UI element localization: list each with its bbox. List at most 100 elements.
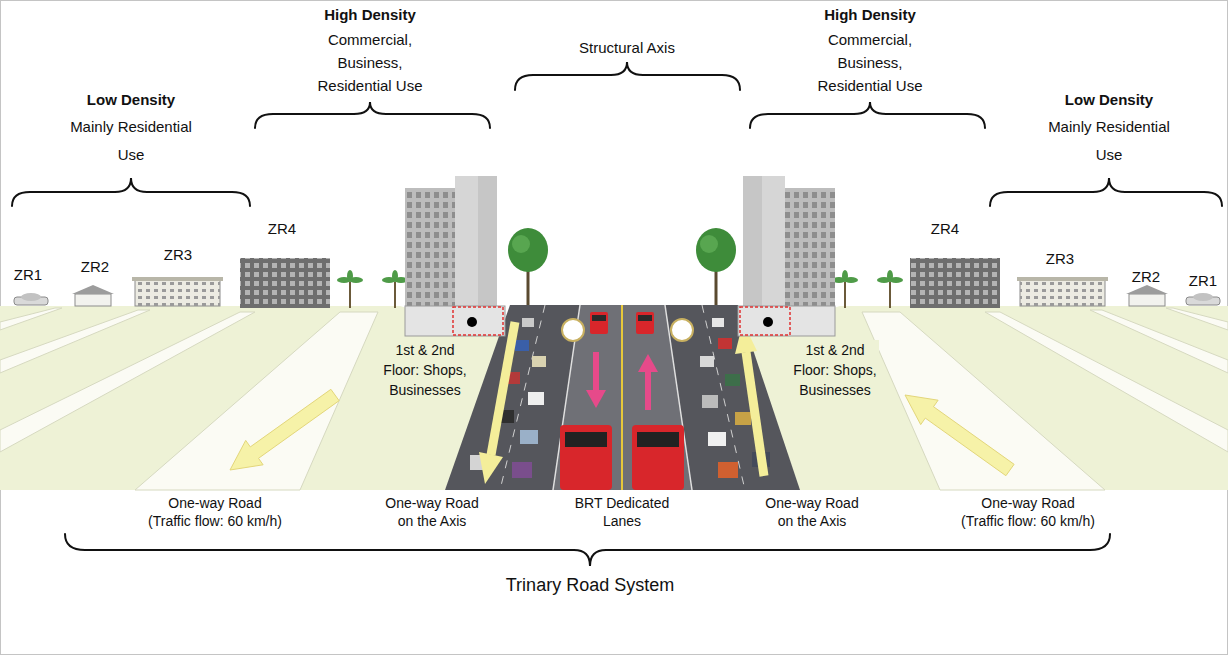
shop-floor-markers bbox=[763, 317, 773, 327]
land-use-text: Mainly Residential Use bbox=[1042, 113, 1177, 169]
high-density-towers bbox=[405, 188, 460, 308]
shop-floor-callout: 1st & 2nd Floor: Shops, Businesses bbox=[381, 340, 469, 400]
palm-trees bbox=[887, 270, 893, 282]
side-roads bbox=[0, 308, 62, 330]
palm-trees bbox=[889, 282, 891, 308]
curly-brackets bbox=[65, 534, 1110, 566]
land-use-text: Commercial, Business, Residential Use bbox=[800, 28, 940, 97]
cars bbox=[718, 338, 732, 349]
palm-trees bbox=[349, 282, 351, 308]
station-circles bbox=[562, 319, 584, 341]
brt-buses bbox=[560, 312, 684, 490]
brt-buses bbox=[636, 312, 654, 334]
zone-label: ZR4 bbox=[925, 220, 965, 238]
street-trees bbox=[700, 235, 718, 253]
cars bbox=[718, 462, 738, 478]
cars bbox=[735, 412, 751, 425]
cars bbox=[470, 318, 770, 478]
zone-label: ZR4 bbox=[262, 220, 302, 238]
brt-buses bbox=[637, 432, 679, 447]
cars bbox=[512, 462, 532, 478]
curly-brackets bbox=[750, 102, 985, 128]
axis-arrows bbox=[479, 322, 764, 484]
cars bbox=[712, 318, 724, 327]
axis-arrows bbox=[479, 452, 503, 484]
shop-floor-callout: 1st & 2nd Floor: Shops, Businesses bbox=[791, 340, 879, 400]
low-rise-buildings bbox=[135, 280, 220, 306]
side-roads bbox=[135, 312, 378, 490]
shop-floor-markers bbox=[453, 307, 790, 335]
zone-label: ZR1 bbox=[1183, 272, 1223, 290]
cars bbox=[702, 395, 718, 408]
density-heading: High Density bbox=[800, 4, 940, 26]
ground bbox=[0, 306, 1228, 490]
bus-direction-arrows bbox=[586, 352, 658, 410]
axis-street-photo bbox=[553, 305, 692, 490]
cars bbox=[708, 432, 726, 446]
low-rise-buildings bbox=[132, 277, 223, 281]
cars bbox=[515, 340, 529, 351]
high-density-towers bbox=[743, 176, 762, 308]
zone-label: ZR2 bbox=[1126, 268, 1166, 286]
low-rise-buildings bbox=[135, 280, 220, 306]
shop-floor-markers bbox=[740, 307, 790, 335]
cars bbox=[700, 356, 714, 367]
curly-brackets bbox=[515, 62, 740, 90]
zone-label: ZR3 bbox=[1040, 250, 1080, 268]
ground bbox=[0, 306, 505, 490]
zone-label: ZR1 bbox=[8, 266, 48, 284]
axis-arrows bbox=[491, 322, 515, 455]
system-label: Trinary Road System bbox=[460, 574, 720, 596]
brt-buses bbox=[565, 432, 607, 447]
side-roads bbox=[1166, 308, 1228, 330]
houses bbox=[72, 285, 1168, 306]
cars bbox=[522, 318, 534, 327]
mid-rise-buildings bbox=[910, 258, 1000, 308]
road-label: One-way Road on the Axis bbox=[758, 494, 866, 530]
side-roads bbox=[862, 312, 1105, 490]
brt-buses bbox=[632, 425, 684, 490]
high-density-towers bbox=[743, 176, 785, 308]
low-rise-buildings bbox=[1020, 280, 1105, 306]
bus-direction-arrows bbox=[586, 390, 606, 408]
houses bbox=[75, 294, 111, 306]
high-density-towers bbox=[478, 176, 497, 308]
houses bbox=[1129, 294, 1165, 306]
curly-brackets bbox=[12, 178, 250, 206]
axis-arrows bbox=[746, 352, 764, 476]
high-density-towers bbox=[405, 306, 505, 336]
cars-far bbox=[21, 293, 41, 301]
brt-buses bbox=[638, 315, 652, 321]
one-way-arrows bbox=[905, 395, 1014, 476]
mid-rise-buildings bbox=[240, 258, 330, 308]
street-trees bbox=[512, 235, 530, 253]
zone-label: ZR2 bbox=[75, 258, 115, 276]
cars-far bbox=[14, 293, 1220, 305]
low-rise-buildings bbox=[1020, 280, 1105, 306]
mid-rise-buildings bbox=[240, 258, 330, 308]
ground bbox=[738, 306, 1228, 490]
shop-floor-markers bbox=[453, 307, 503, 335]
street-trees bbox=[696, 228, 736, 272]
palm-trees bbox=[842, 270, 848, 282]
curly-brackets bbox=[255, 102, 490, 128]
houses bbox=[72, 285, 114, 294]
high-density-towers bbox=[780, 188, 835, 308]
mid-rise-buildings bbox=[240, 258, 1000, 308]
cars bbox=[532, 356, 546, 367]
station-circles bbox=[562, 319, 693, 341]
high-density-towers bbox=[780, 188, 835, 308]
lane-label: BRT Dedicated Lanes bbox=[572, 494, 672, 530]
brt-buses bbox=[590, 312, 608, 334]
palm-trees bbox=[844, 282, 846, 308]
palm-trees bbox=[394, 282, 396, 308]
side-roads bbox=[0, 312, 255, 452]
street-trees bbox=[508, 228, 736, 306]
road-label: One-way Road (Traffic flow: 60 km/h) bbox=[146, 494, 284, 530]
axis-label: Structural Axis bbox=[552, 38, 702, 58]
low-rise-buildings bbox=[132, 277, 1108, 306]
zone-label: ZR3 bbox=[158, 246, 198, 264]
palm-trees bbox=[347, 270, 353, 282]
